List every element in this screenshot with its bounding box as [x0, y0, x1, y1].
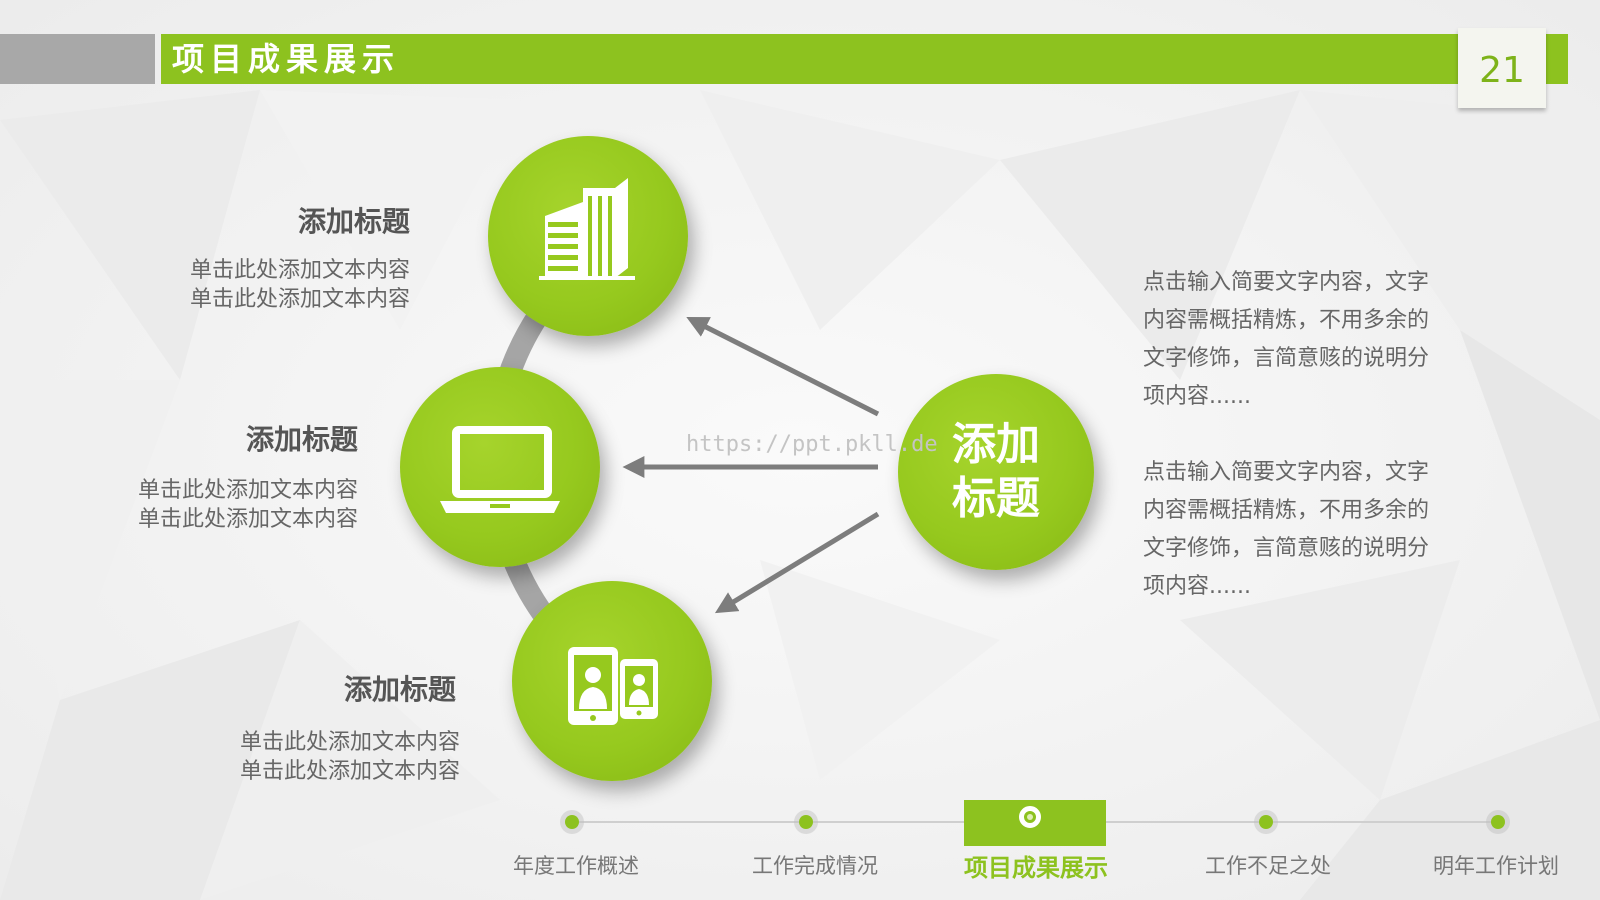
description-2: 点击输入简要文字内容，文字 内容需概括精炼，不用多余的 文字修饰，言简意赅的说明…: [1143, 454, 1473, 606]
circle-item-2: [400, 367, 600, 567]
nav-dot-4[interactable]: [1259, 815, 1273, 829]
description-2-line-3: 文字修饰，言简意赅的说明分: [1143, 536, 1430, 561]
mobile-devices-icon: [568, 647, 658, 725]
item-3-title: 添加标题: [343, 673, 456, 706]
center-label-line-1: 添加: [952, 419, 1040, 470]
nav-item-shortcomings[interactable]: 工作不足之处: [1205, 854, 1331, 878]
nav-dot-1[interactable]: [565, 815, 579, 829]
item-1-body-line-1: 单击此处添加文本内容: [189, 258, 410, 283]
laptop-icon: [440, 426, 560, 513]
nav-active-marker[interactable]: [964, 800, 1106, 846]
nav-item-annual-overview[interactable]: 年度工作概述: [513, 854, 639, 878]
item-1-title: 添加标题: [297, 205, 410, 238]
watermark: https://ppt.pkll.de: [686, 432, 938, 457]
page-title: 项目成果展示: [172, 40, 401, 78]
item-2-body: 单击此处添加文本内容 单击此处添加文本内容: [58, 476, 358, 534]
description-2-line-2: 内容需概括精炼，不用多余的: [1143, 498, 1430, 523]
item-2-body-line-1: 单击此处添加文本内容: [137, 478, 358, 503]
arrow-to-top: [686, 317, 880, 417]
nav-item-next-year-plan[interactable]: 明年工作计划: [1433, 854, 1559, 878]
description-1: 点击输入简要文字内容，文字 内容需概括精炼，不用多余的 文字修饰，言简意赅的说明…: [1143, 264, 1473, 416]
circle-item-3: [512, 581, 712, 781]
item-1-body: 单击此处添加文本内容 单击此处添加文本内容: [110, 256, 410, 314]
item-3-body-line-1: 单击此处添加文本内容: [239, 730, 460, 755]
building-icon: [539, 178, 635, 280]
description-1-line-4: 项内容......: [1143, 384, 1251, 409]
arrow-to-bottom: [714, 511, 880, 614]
description-1-line-3: 文字修饰，言简意赅的说明分: [1143, 346, 1430, 371]
header-gray-bar: [0, 34, 155, 84]
nav-active-ring-icon: [1019, 806, 1041, 828]
description-2-line-4: 项内容......: [1143, 574, 1251, 599]
page-number: 21: [1458, 28, 1546, 108]
item-3-body: 单击此处添加文本内容 单击此处添加文本内容: [160, 728, 460, 786]
item-1-body-line-2: 单击此处添加文本内容: [189, 287, 410, 312]
center-label-line-2: 标题: [952, 473, 1040, 524]
description-1-line-1: 点击输入简要文字内容，文字: [1143, 270, 1430, 295]
nav-item-project-results[interactable]: 项目成果展示: [964, 854, 1108, 882]
header-green-bar: [161, 34, 1568, 84]
item-2-title: 添加标题: [245, 423, 358, 456]
nav-dot-5[interactable]: [1491, 815, 1505, 829]
description-1-line-2: 内容需概括精炼，不用多余的: [1143, 308, 1430, 333]
nav-item-work-completion[interactable]: 工作完成情况: [752, 854, 878, 878]
circle-item-1: [488, 136, 688, 336]
item-2-body-line-2: 单击此处添加文本内容: [137, 507, 358, 532]
center-circle: 添加 标题: [898, 374, 1094, 570]
description-2-line-1: 点击输入简要文字内容，文字: [1143, 460, 1430, 485]
item-3-body-line-2: 单击此处添加文本内容: [239, 759, 460, 784]
center-label: 添加 标题: [898, 374, 1094, 570]
nav-dot-2[interactable]: [799, 815, 813, 829]
